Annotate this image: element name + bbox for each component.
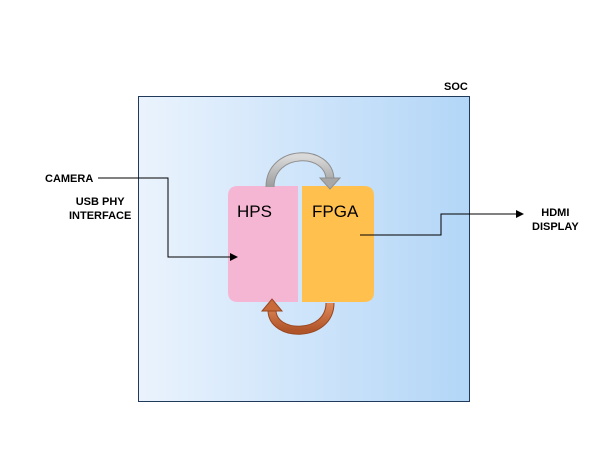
- camera-label: CAMERA: [45, 173, 94, 185]
- hps-label: HPS: [237, 202, 272, 221]
- usb-phy-interface-label: USB PHY INTERFACE: [69, 195, 131, 223]
- hdmi-label-line1: HDMI: [541, 207, 570, 219]
- bottom-arrow-head: [260, 298, 284, 312]
- camera-connector: [98, 177, 238, 261]
- fpga-block: [302, 186, 374, 302]
- usb-label-line1: USB PHY: [75, 196, 125, 208]
- soc-label: SOC: [444, 81, 468, 93]
- hdmi-connector: [360, 210, 524, 236]
- hps-block: [228, 186, 298, 302]
- top-arrow-head: [318, 177, 342, 190]
- fpga-label: FPGA: [312, 202, 359, 221]
- usb-label-line2: INTERFACE: [69, 210, 132, 222]
- hdmi-display-label: HDMI DISPLAY: [532, 206, 579, 234]
- hdmi-label-line2: DISPLAY: [532, 221, 579, 233]
